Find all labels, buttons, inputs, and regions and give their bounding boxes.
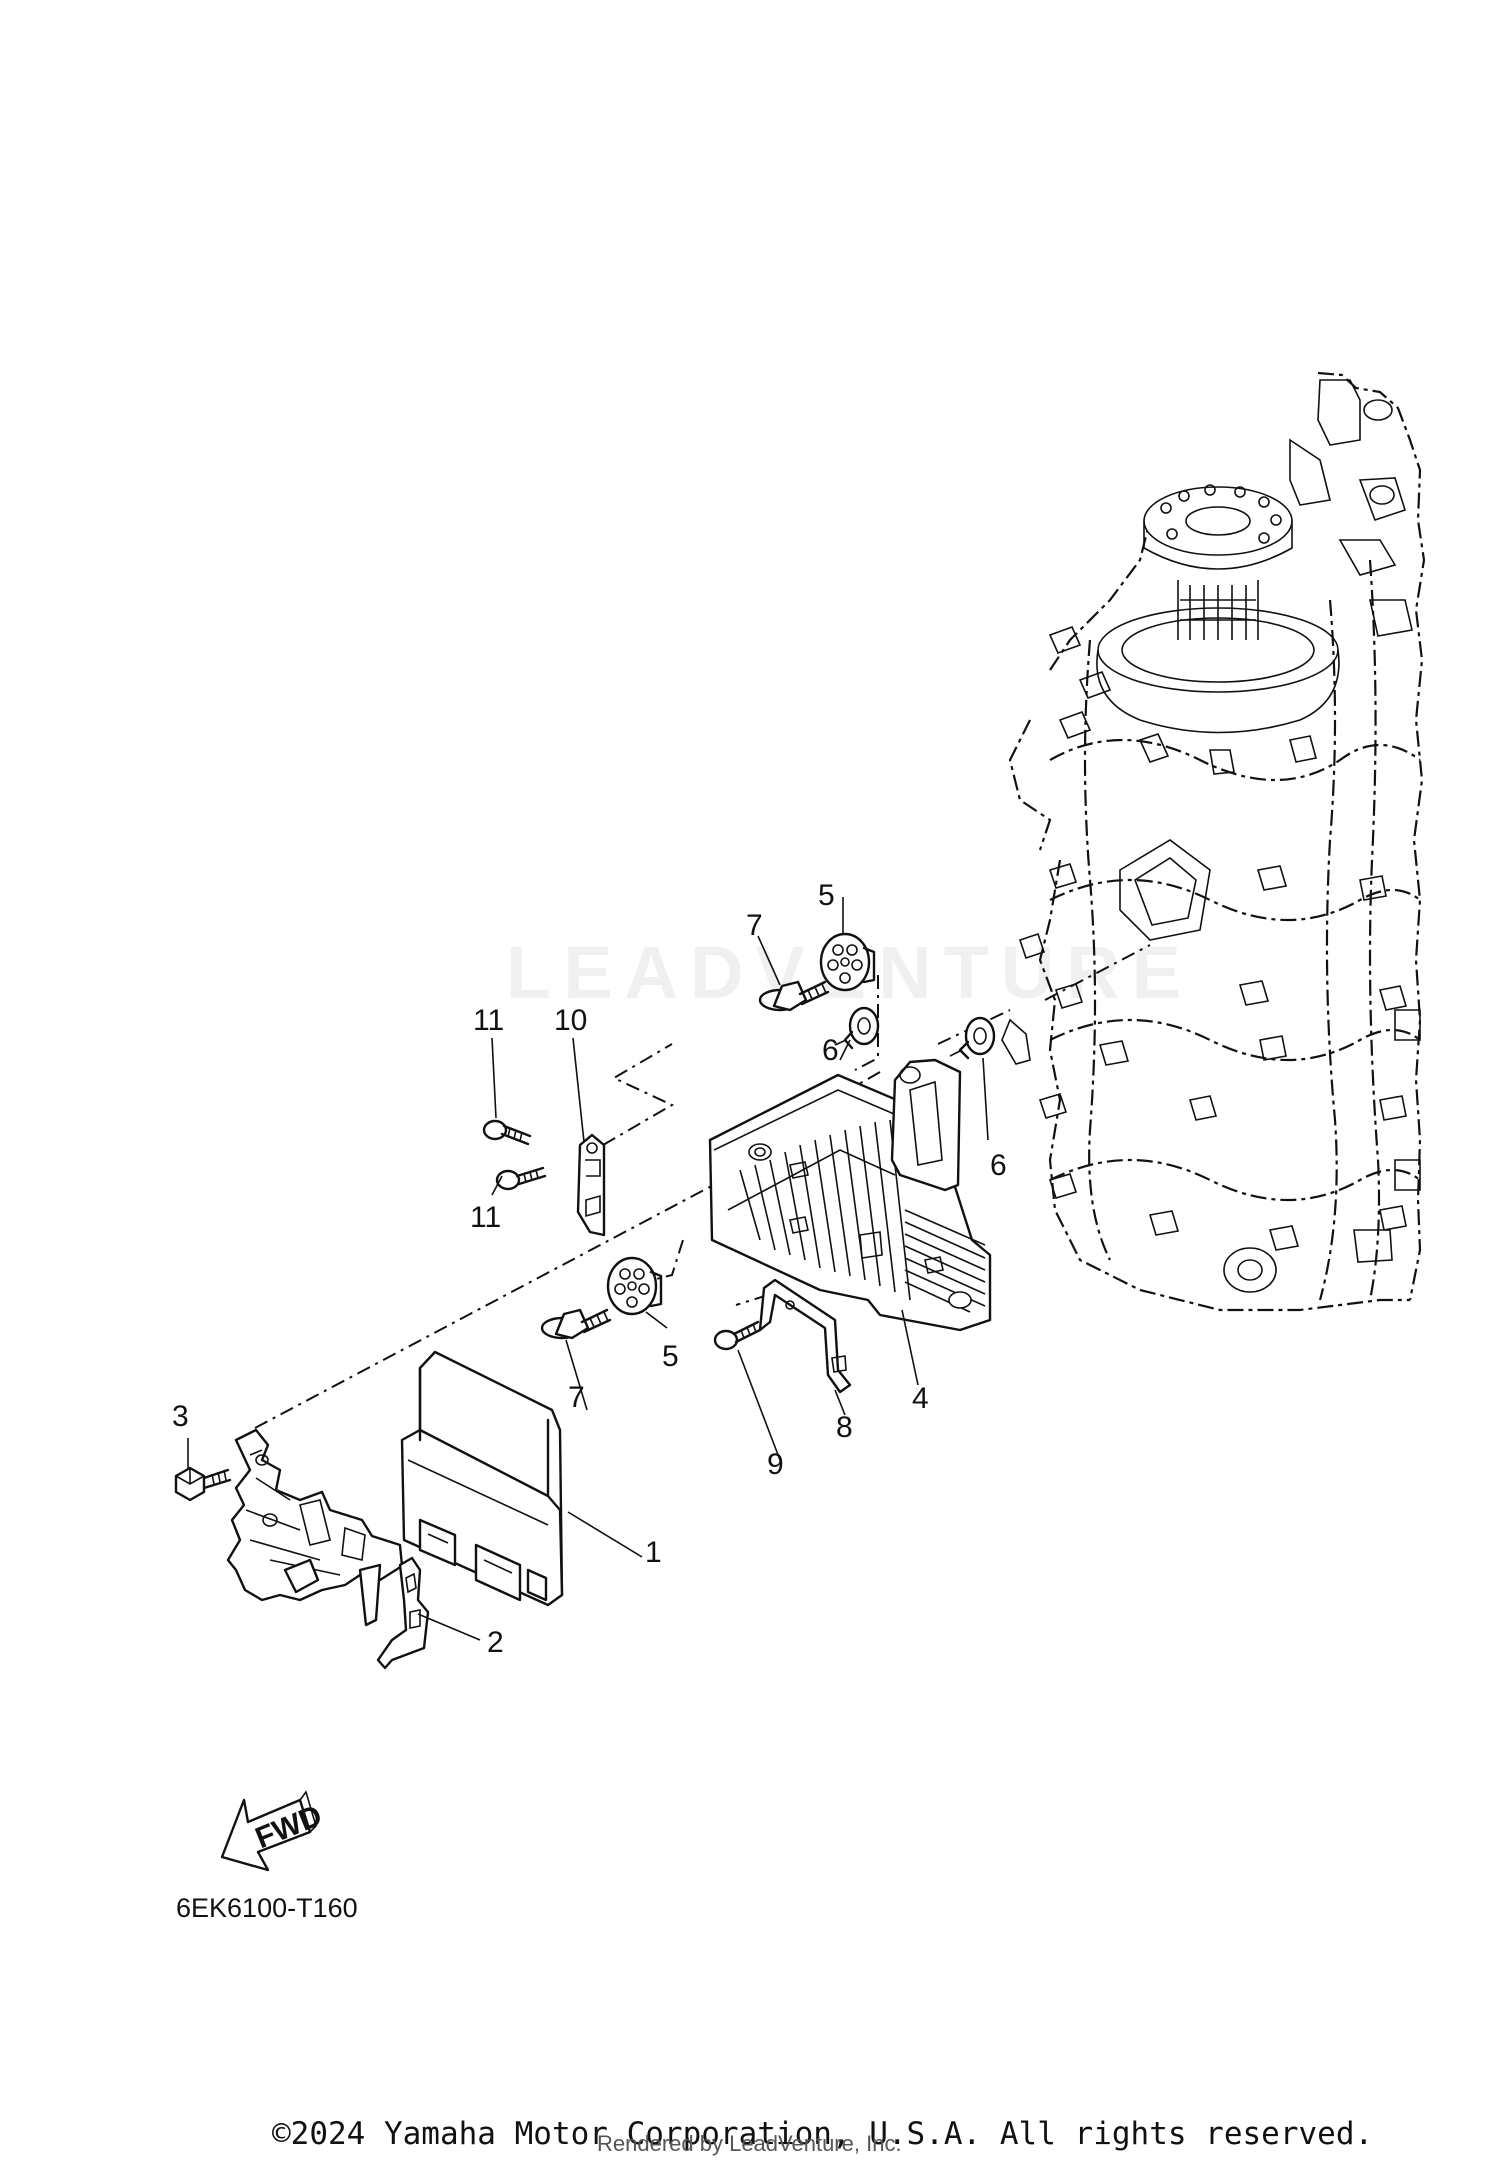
part-5-mount-lower <box>606 1256 663 1316</box>
copyright-notice: ©2024 Yamaha Motor Corporation, U.S.A. A… <box>272 2116 1374 2152</box>
part-1-ecu-unit <box>400 1350 564 1607</box>
callout-11-lower: 11 <box>470 1201 501 1234</box>
part-9-screw <box>713 1320 762 1351</box>
part-6-collar-left <box>834 1006 880 1050</box>
callout-numbers: 1 2 3 4 5 5 6 6 7 7 8 9 10 11 11 <box>172 879 1007 1659</box>
callout-5-upper: 5 <box>818 879 835 912</box>
callout-7-upper: 7 <box>746 909 763 942</box>
part-7-bolt-lower <box>540 1308 612 1340</box>
callout-4: 4 <box>912 1382 929 1415</box>
part-3-bolt <box>174 1466 232 1502</box>
part-5-mount-upper <box>819 932 876 992</box>
callout-11-upper: 11 <box>473 1004 504 1037</box>
part-6-collar-right <box>949 1016 996 1060</box>
rendered-by-notice: Rendered by LeadVenture, Inc. <box>597 2131 902 2156</box>
part-7-bolt-upper <box>758 980 830 1012</box>
part-2-harness-bracket <box>226 1428 430 1670</box>
engine-block-outline <box>1001 371 1426 1312</box>
callout-8: 8 <box>836 1411 853 1444</box>
assembly-alignment-lines <box>254 944 1151 1429</box>
callout-6-right: 6 <box>990 1149 1007 1182</box>
diagram-code: 6EK6100-T160 <box>176 1893 358 1923</box>
callout-10: 10 <box>554 1004 587 1037</box>
callout-5-lower: 5 <box>662 1340 679 1373</box>
callout-3: 3 <box>172 1400 189 1433</box>
part-10-plate <box>576 1133 606 1237</box>
part-11-screw-upper <box>482 1119 532 1146</box>
callout-1: 1 <box>645 1536 662 1569</box>
part-8-strip-bracket <box>758 1278 852 1394</box>
callout-6-left: 6 <box>822 1034 839 1067</box>
callout-7-lower: 7 <box>568 1381 585 1414</box>
part-11-screw-lower <box>495 1166 547 1191</box>
callout-leader-lines <box>187 897 989 1641</box>
callout-9: 9 <box>767 1448 784 1481</box>
callout-2: 2 <box>487 1626 504 1659</box>
fwd-direction-arrow-icon: FWD <box>220 1790 327 1872</box>
part-4-bracket <box>708 1058 992 1332</box>
